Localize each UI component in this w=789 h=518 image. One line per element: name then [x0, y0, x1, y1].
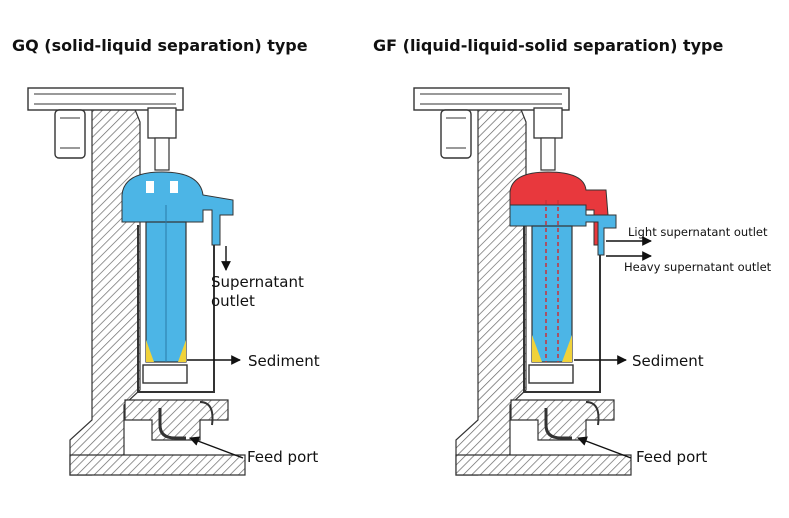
heavy-supernatant-outlet-label: Heavy supernatant outlet [624, 260, 772, 274]
light-liquid-collector [509, 171, 609, 246]
feed-port-label-right: Feed port [636, 448, 707, 466]
sediment-label-left: Sediment [248, 352, 320, 370]
sediment-layer [146, 340, 154, 362]
feed-pipe [544, 408, 572, 440]
feed-pipe [158, 408, 186, 440]
supernatant-outlet-label-line2: outlet [211, 292, 255, 310]
spindle [533, 107, 563, 139]
motor [440, 109, 472, 159]
sediment-label-right: Sediment [632, 352, 704, 370]
motor [54, 109, 86, 159]
heavy-liquid-collector [509, 204, 617, 256]
gq-centrifuge [27, 87, 246, 476]
gf-centrifuge [413, 87, 632, 476]
supernatant-outlet-label-line1: Supernatant [211, 273, 304, 291]
feed-port-label-left: Feed port [247, 448, 318, 466]
rotating-drum [531, 225, 573, 363]
light-supernatant-outlet-label: Light supernatant outlet [628, 225, 768, 239]
spindle [147, 107, 177, 139]
guard-casing [137, 225, 215, 393]
sediment-layer [532, 335, 542, 362]
gf-type-title: GF (liquid-liquid-solid separation) type [373, 36, 724, 55]
guard-casing [523, 225, 601, 393]
gq-type-title: GQ (solid-liquid separation) type [12, 36, 308, 55]
feed-arrow-right [577, 436, 632, 459]
base-plate [455, 454, 632, 476]
base-plate [69, 454, 246, 476]
belt-housing [413, 87, 570, 111]
feed-arrow-left [189, 436, 244, 459]
belt-housing [27, 87, 184, 111]
base-support [124, 399, 229, 441]
